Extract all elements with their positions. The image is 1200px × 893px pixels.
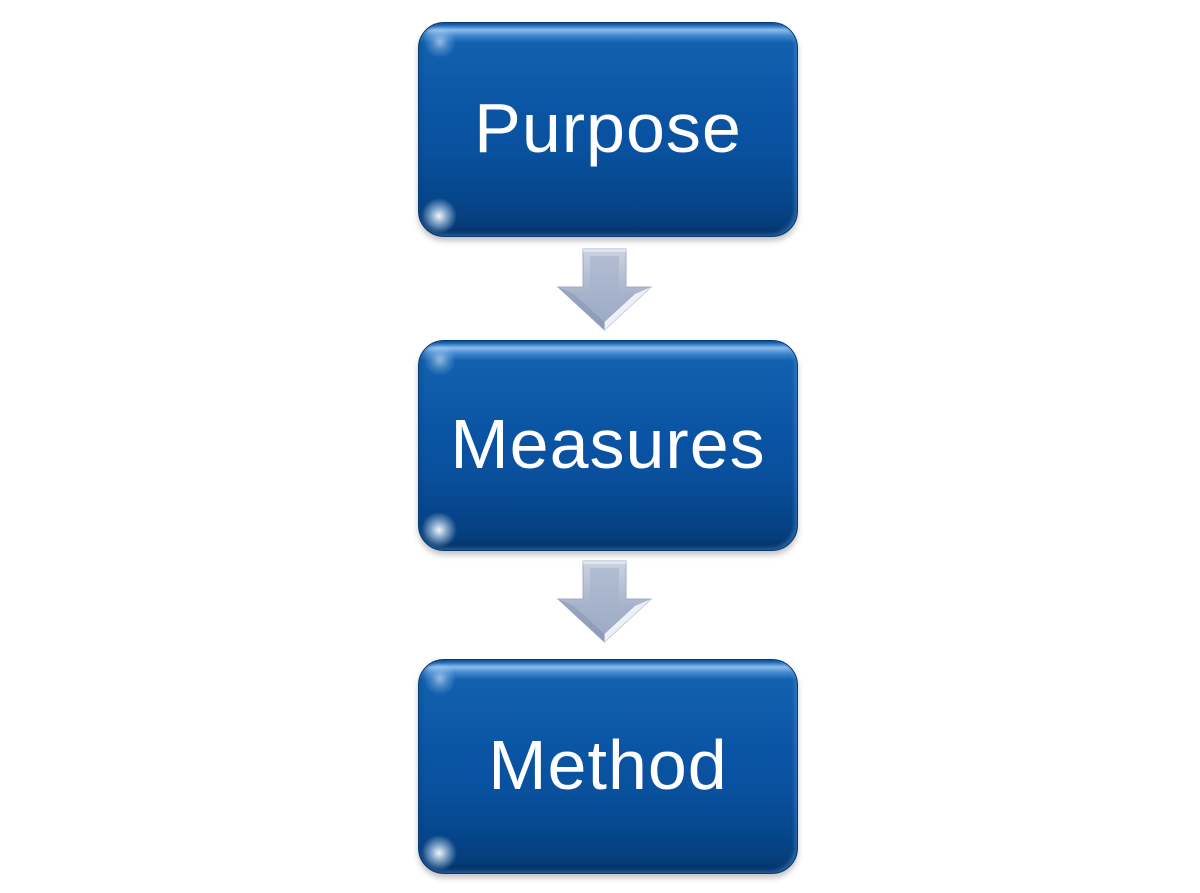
node-label: Measures bbox=[450, 404, 766, 483]
flow-node-method: Method bbox=[418, 659, 798, 874]
flow-node-purpose: Purpose bbox=[418, 22, 798, 237]
down-arrow-icon bbox=[557, 560, 652, 643]
down-arrow-icon bbox=[557, 248, 652, 331]
node-label: Purpose bbox=[474, 88, 742, 167]
node-label: Method bbox=[488, 725, 728, 804]
flow-node-measures: Measures bbox=[418, 340, 798, 551]
